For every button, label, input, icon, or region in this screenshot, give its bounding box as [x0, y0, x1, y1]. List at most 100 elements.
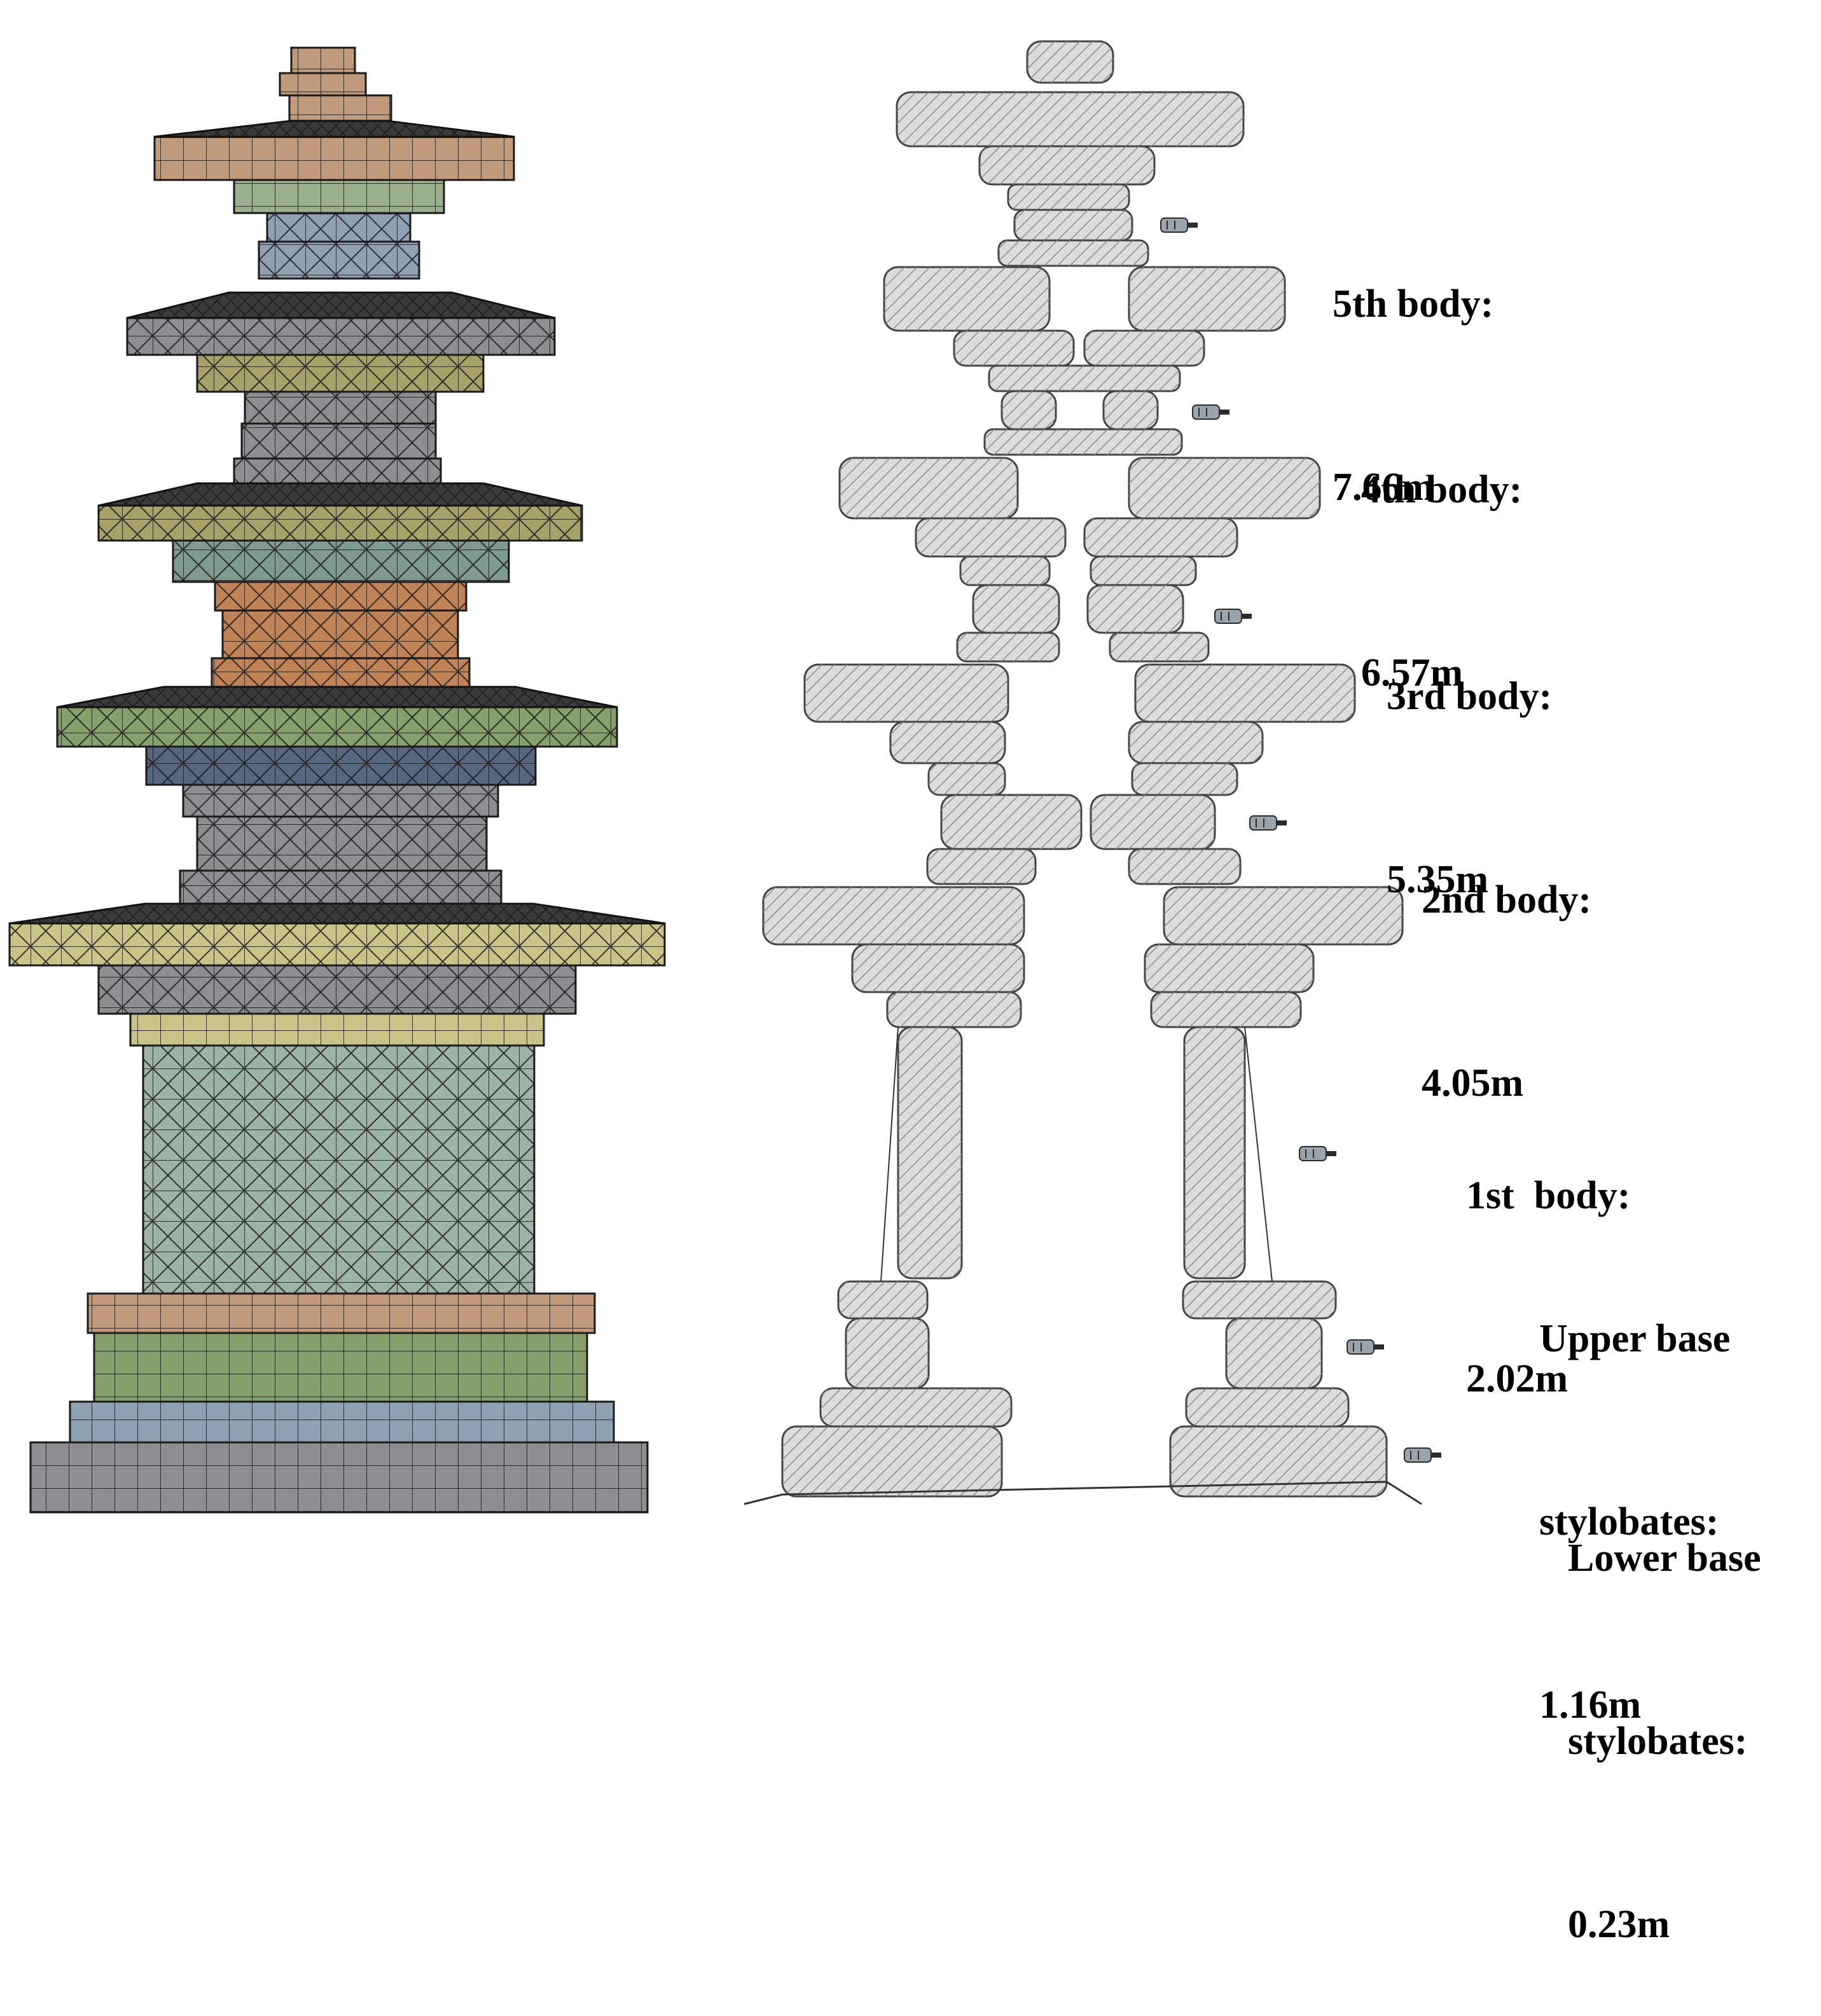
sec-roof-5	[896, 91, 1245, 148]
label-lower-base: Lower base stylobates: 0.23m	[1568, 1405, 1761, 2016]
fem-body-3-base	[211, 657, 471, 688]
sensor-lower-base-icon	[1404, 1447, 1441, 1463]
fem-finial-top	[290, 46, 356, 74]
sec-under-4-right	[1083, 329, 1205, 367]
sec-finial	[1026, 40, 1114, 84]
label-2nd-body-title: 2nd body:	[1422, 878, 1592, 922]
label-3rd-body-title: 3rd body:	[1387, 675, 1553, 718]
sec-upper-cap-right	[1182, 1280, 1337, 1320]
fem-roof-2	[56, 706, 618, 748]
label-4th-body: 4th body: 6.57m	[1361, 337, 1522, 764]
sec-under-3-right	[1083, 517, 1238, 558]
fem-body-5-upper	[266, 212, 412, 243]
sec-under-5b	[1007, 183, 1130, 211]
label-5th-body: 5th body: 7.66m	[1333, 151, 1493, 579]
sec-under-1b-right	[1150, 991, 1302, 1028]
sec-under-2b-right	[1131, 762, 1238, 796]
sensor-4th-body-icon	[1192, 404, 1229, 420]
fem-upper-base	[93, 1332, 588, 1403]
sec-under-2b-left	[927, 762, 1006, 796]
accelerometer-sensors	[1160, 217, 1441, 1463]
fem-slope-4	[127, 291, 555, 319]
fem-lower-base	[29, 1441, 649, 1514]
label-5th-body-height: 7.66m	[1333, 466, 1435, 509]
sec-upper-base-left	[845, 1317, 930, 1390]
fem-slope-1	[9, 902, 665, 925]
fem-body-2-cap	[182, 784, 499, 818]
label-upper-base-title: Upper base	[1539, 1317, 1731, 1360]
sec-lower-base-right	[1169, 1425, 1388, 1498]
sec-under-4b	[988, 364, 1181, 392]
fem-roof-4	[126, 317, 556, 356]
label-5th-body-title: 5th body:	[1333, 282, 1494, 326]
sec-body-3-right	[1086, 584, 1184, 634]
sec-under-5	[978, 145, 1156, 186]
fem-slope-3	[98, 482, 583, 507]
sec-roof-1-right	[1163, 886, 1404, 946]
fem-lower-base-cap	[69, 1400, 615, 1444]
fem-underroof-1	[97, 964, 577, 1015]
label-lower-base-subtitle: stylobates:	[1568, 1720, 1748, 1763]
fem-body-5	[258, 240, 420, 280]
fem-roof-5	[153, 135, 515, 181]
body-1-outline	[880, 1026, 1273, 1282]
sec-body-4-right	[1102, 390, 1159, 431]
sensor-3rd-body-icon	[1214, 609, 1252, 624]
sensor-2nd-body-icon	[1249, 815, 1287, 831]
fem-body-4-cap	[244, 390, 437, 425]
sec-lower-cap-right	[1185, 1387, 1350, 1428]
sec-under-3b-left	[959, 555, 1051, 586]
fem-finial-mid	[279, 72, 367, 97]
sec-body-3-base-right	[1109, 632, 1210, 663]
sec-body-2-right	[1090, 794, 1216, 850]
fem-body-2-base	[179, 869, 502, 905]
sec-under-4-left	[953, 329, 1075, 367]
fem-underroof-2	[145, 745, 537, 786]
label-upper-base-subtitle: stylobates:	[1539, 1500, 1719, 1543]
sec-body-2-base-right	[1128, 848, 1242, 885]
label-1st-body-title: 1st body:	[1466, 1174, 1631, 1217]
label-4th-body-title: 4th body:	[1361, 468, 1523, 511]
sec-roof-2-left	[803, 663, 1009, 723]
sec-body-1-left	[897, 1026, 963, 1280]
fem-underroof-3	[172, 539, 510, 583]
fem-underroof-5	[233, 179, 445, 214]
fem-body-1	[142, 1044, 536, 1295]
label-lower-base-title: Lower base	[1568, 1536, 1761, 1580]
sec-body-4-base	[983, 428, 1183, 456]
fem-mesh-model	[8, 46, 666, 1514]
sec-roof-4-left	[883, 266, 1051, 332]
fem-body-1-cap	[129, 1012, 545, 1047]
sec-lower-cap-left	[819, 1387, 1013, 1428]
sec-under-1b-left	[886, 991, 1022, 1028]
sec-under-2-left	[889, 721, 1006, 764]
sec-roof-3-right	[1128, 457, 1321, 520]
ground-line	[744, 1481, 1422, 1505]
fem-slope-5	[154, 120, 515, 138]
sec-roof-4-right	[1128, 266, 1286, 332]
sec-body-5-base	[997, 239, 1149, 267]
sensor-upper-base-icon	[1347, 1339, 1384, 1355]
pagoda-figure	[8, 40, 1441, 1514]
sec-under-3b-right	[1090, 555, 1197, 586]
fem-underroof-4	[196, 354, 485, 393]
fem-upper-base-cap	[87, 1292, 596, 1334]
sec-roof-3-left	[838, 457, 1019, 520]
sec-roof-2-right	[1134, 663, 1356, 723]
sec-lower-base-left	[781, 1425, 1003, 1498]
fem-body-3	[221, 609, 459, 659]
sec-upper-cap-left	[837, 1280, 929, 1320]
sec-body-2-base-left	[926, 848, 1037, 885]
label-3rd-body-height: 5.35m	[1387, 858, 1489, 901]
sec-body-1-right	[1183, 1026, 1246, 1280]
sec-body-4-left	[1001, 390, 1057, 431]
label-2nd-body: 2nd body: 4.05m	[1422, 747, 1591, 1175]
sec-upper-base-right	[1225, 1317, 1323, 1390]
fem-slope-2	[57, 686, 618, 708]
label-2nd-body-height: 4.05m	[1422, 1061, 1524, 1105]
fem-roof-1	[8, 922, 666, 967]
sec-under-1-left	[851, 943, 1025, 993]
fem-roof-3	[97, 504, 583, 542]
sec-body-3-left	[972, 584, 1060, 634]
label-1st-body-height: 2.02m	[1466, 1357, 1568, 1400]
